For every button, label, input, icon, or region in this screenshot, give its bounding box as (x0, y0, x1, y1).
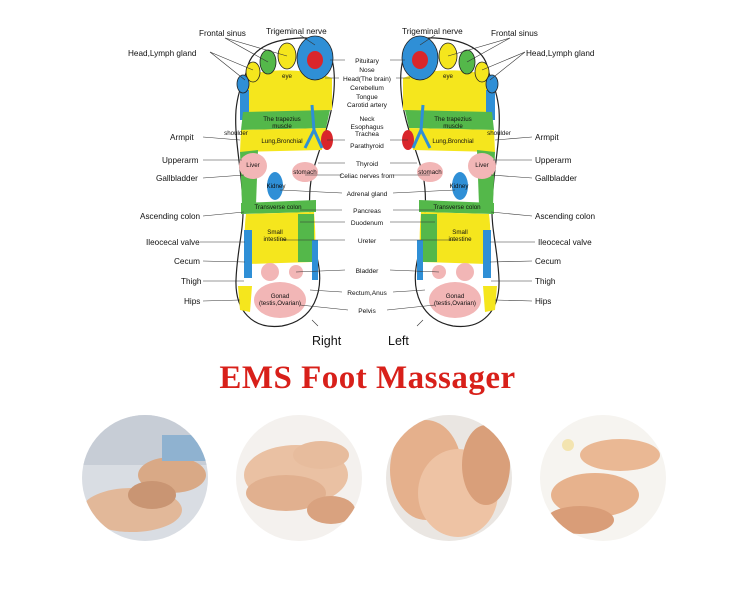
label-cerebellum: Cerebellum (350, 85, 384, 92)
massage-photo-3 (386, 415, 512, 541)
zone-shoulder-right: shoulder (224, 130, 248, 137)
zone-stomach-left: stomach (418, 169, 442, 176)
label-ureter: Ureter (358, 238, 377, 245)
massage-photo-4 (540, 415, 666, 541)
label-hips-left: Hips (535, 297, 551, 306)
label-trachea: Trachea (355, 131, 379, 138)
zone-shoulder-left: shoulder (487, 130, 511, 137)
label-gallbladder-right: Gallbladder (156, 174, 198, 183)
label-celiac: Celiac nerves from (340, 173, 395, 180)
label-head-lymph-right: Head,Lymph gland (128, 49, 197, 58)
zone-transverse-right: Transverse colon (254, 204, 302, 211)
product-title: EMS Foot Massager (219, 360, 516, 396)
zone-small-right: Small (267, 229, 282, 236)
label-upperarm-right: Upperarm (162, 156, 199, 165)
label-head-brain: Head(The brain) (343, 76, 391, 83)
zone-trapezius-right: The trapezius (263, 116, 301, 123)
zone-gonad-sub-left: (testis,Ovarian) (434, 300, 476, 307)
label-adrenal: Adrenal gland (347, 191, 388, 198)
label-carotid: Carotid artery (347, 102, 388, 109)
zone-intestine-right: intestine (263, 236, 287, 243)
zone-kidney-right: Kidney (267, 183, 287, 190)
label-hips-right: Hips (184, 297, 200, 306)
label-armpit-left: Armpit (535, 133, 559, 142)
label-rectum: Rectum,Anus (347, 290, 387, 297)
zone-intestine-left: intestine (448, 236, 472, 243)
zone-eye-right: eye (282, 73, 293, 80)
zone-kidney-left: Kidney (450, 183, 470, 190)
reflexology-diagram: Frontal sinus Head,Lymph gland Trigemina… (128, 27, 596, 348)
zone-small-left: Small (452, 229, 467, 236)
massage-photo-1 (82, 415, 208, 541)
label-thyroid: Thyroid (356, 161, 378, 168)
zone-lung-right: Lung,Bronchial (261, 138, 302, 145)
zone-transverse-left: Transverse colon (433, 204, 481, 211)
label-frontal-sinus-left: Frontal sinus (491, 29, 538, 38)
label-bladder: Bladder (356, 268, 380, 275)
zone-gonad-left: Gonad (446, 293, 465, 300)
label-esophagus: Esophagus (351, 124, 385, 131)
label-ileocecal-right: Ileocecal valve (146, 238, 200, 247)
zone-trapezius-muscle-left: muscle (443, 123, 463, 130)
label-pituitary: Pituitary (355, 58, 380, 65)
right-foot-label: Right (312, 334, 342, 348)
label-thigh-left: Thigh (535, 277, 556, 286)
label-head-lymph-left: Head,Lymph gland (526, 49, 595, 58)
zone-liver-left: Liver (475, 162, 488, 169)
label-ascending-colon-right: Ascending colon (140, 212, 201, 221)
left-foot-label: Left (388, 334, 409, 348)
label-ileocecal-left: Ileocecal valve (538, 238, 592, 247)
zone-stomach-right: stomach (293, 169, 317, 176)
label-neck: Neck (359, 116, 375, 123)
zone-trapezius-muscle-right: muscle (272, 123, 292, 130)
label-cecum-right: Cecum (174, 257, 200, 266)
massage-photo-2 (236, 415, 362, 541)
zone-liver-right: Liver (246, 162, 259, 169)
label-tongue: Tongue (356, 94, 378, 101)
label-ascending-colon-left: Ascending colon (535, 212, 596, 221)
label-cecum-left: Cecum (535, 257, 561, 266)
label-thigh-right: Thigh (181, 277, 202, 286)
label-trigeminal-left: Trigeminal nerve (402, 27, 463, 36)
zone-eye-left: eye (443, 73, 454, 80)
label-trigeminal-right: Trigeminal nerve (266, 27, 327, 36)
label-upperarm-left: Upperarm (535, 156, 572, 165)
label-pelvis: Pelvis (358, 308, 376, 315)
label-frontal-sinus-right: Frontal sinus (199, 29, 246, 38)
zone-gonad-right: Gonad (271, 293, 290, 300)
label-duodenum: Duodenum (351, 220, 384, 227)
label-nose: Nose (359, 67, 375, 74)
zone-trapezius-left: The trapezius (434, 116, 472, 123)
label-pancreas: Pancreas (353, 208, 382, 215)
label-gallbladder-left: Gallbladder (535, 174, 577, 183)
leader-lines (200, 34, 535, 327)
label-parathyroid: Parathyroid (350, 143, 384, 150)
zone-gonad-sub-right: (testis,Ovarian) (259, 300, 301, 307)
zone-lung-left: Lung,Bronchial (432, 138, 473, 145)
label-armpit-right: Armpit (170, 133, 194, 142)
